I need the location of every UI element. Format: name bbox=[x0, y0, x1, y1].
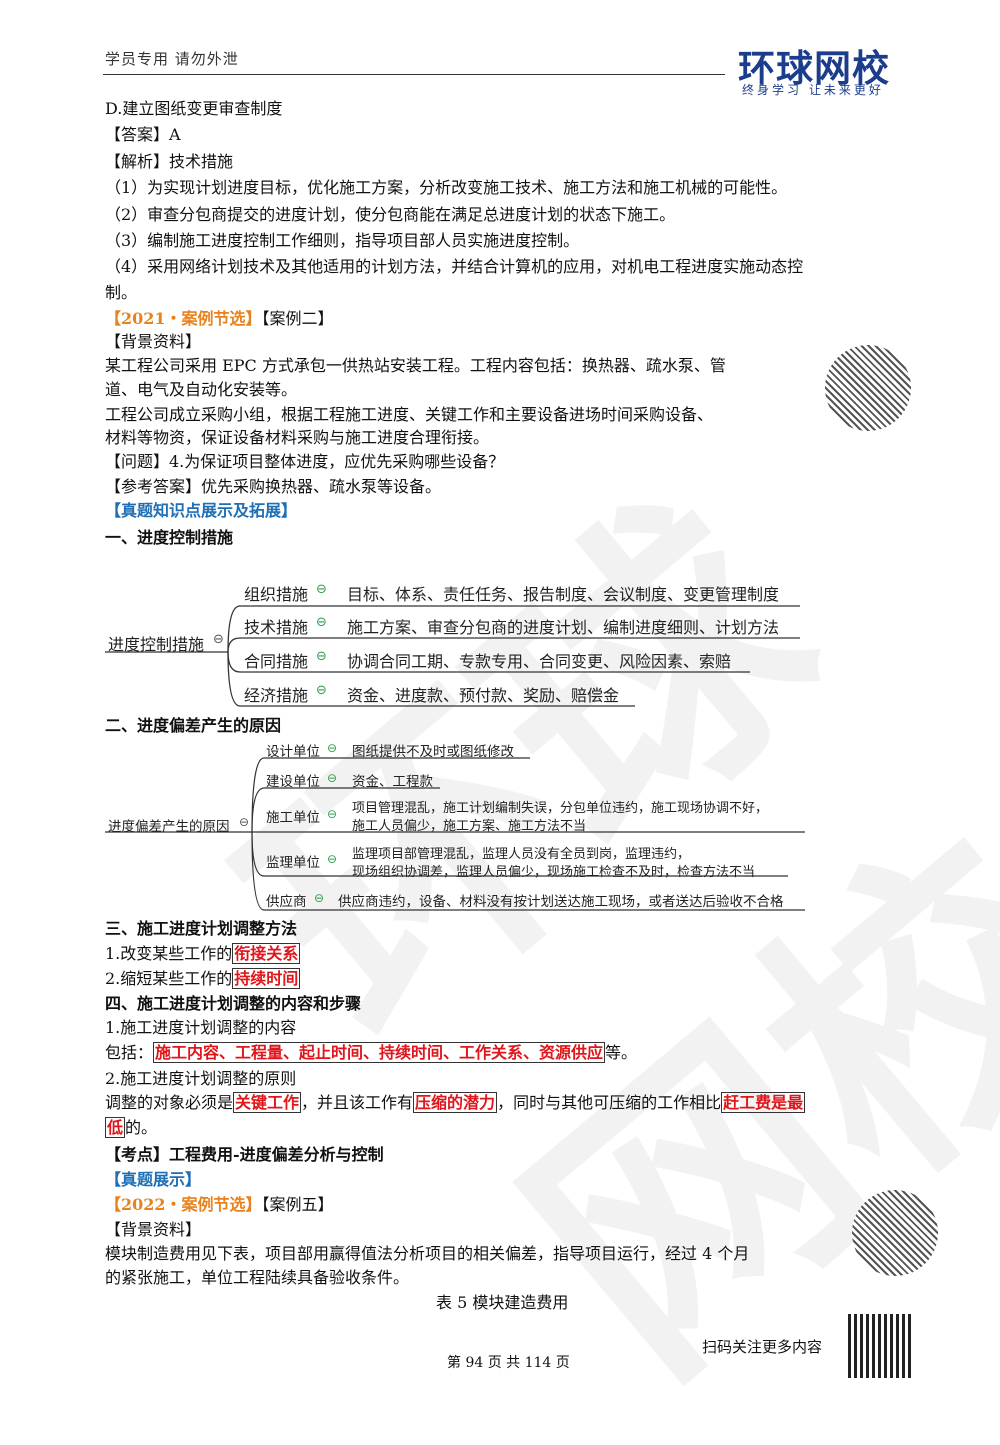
text-line: 2.缩短某些工作的持续时间 bbox=[105, 968, 301, 990]
text-line: 2.施工进度计划调整的原则 bbox=[105, 1069, 297, 1088]
collapse-icon: ⊖ bbox=[327, 807, 338, 821]
text-line: 调整的对象必须是关键工作，并且该工作有压缩的潜力，同时与其他可压缩的工作相比赶工… bbox=[105, 1092, 806, 1114]
text-line: （3）编制施工进度控制工作细则，指导项目部人员实施进度控制。 bbox=[105, 231, 580, 250]
mindmap-2-branch: 建设单位 bbox=[266, 774, 320, 790]
qr-code-icon bbox=[848, 1314, 912, 1378]
text-segment: 的。 bbox=[125, 1118, 158, 1137]
section-heading: 四、施工进度计划调整的内容和步骤 bbox=[105, 994, 362, 1013]
highlight-keyword: 压缩的潜力 bbox=[413, 1092, 498, 1113]
section-heading: 三、施工进度计划调整方法 bbox=[105, 919, 298, 938]
text-line: 【问题】4.为保证项目整体进度，应优先采购哪些设备？ bbox=[105, 452, 505, 471]
section-tag: 【真题展示】 bbox=[105, 1170, 202, 1189]
text-line: 【答案】A bbox=[105, 125, 181, 144]
mindmap-2-branch: 设计单位 bbox=[266, 744, 320, 760]
header-rule bbox=[103, 74, 725, 75]
mindmap-2-detail: 项目管理混乱，施工计划编制失误，分包单位违约，施工现场协调不好， bbox=[352, 801, 769, 816]
highlight-keyword: 赶工费是最 bbox=[721, 1092, 806, 1113]
section-heading: 一、进度控制措施 bbox=[105, 528, 234, 547]
text-segment: ，并且该工作有 bbox=[301, 1093, 414, 1112]
page-number: 第 94 页 共 114 页 bbox=[447, 1355, 570, 1371]
collapse-icon: ⊖ bbox=[327, 741, 338, 755]
case-year: 【2021・案例节选】 bbox=[105, 309, 262, 328]
qr-code-icon bbox=[852, 1190, 938, 1276]
text-line: 某工程公司采用 EPC 方式承包一供热站安装工程。工程内容包括：换热器、疏水泵、… bbox=[105, 356, 726, 375]
highlight-keyword: 施工内容、工程量、起止时间、持续时间、工作关系、资源供应 bbox=[153, 1042, 606, 1063]
text-segment: ，同时与其他可压缩的工作相比 bbox=[497, 1093, 722, 1112]
mindmap-1-branch: 合同措施 bbox=[244, 652, 309, 671]
text-line: 道、电气及自动化安装等。 bbox=[105, 380, 298, 399]
mindmap-2-detail: 现场组织协调差，监理人员偏少，现场施工检查不及时，检查方法不当 bbox=[352, 865, 756, 880]
collapse-icon: ⊖ bbox=[239, 815, 250, 829]
section-tag: 【真题知识点展示及拓展】 bbox=[105, 501, 298, 520]
qr-code-icon bbox=[825, 345, 911, 431]
brand-slogan: 终身学习 让未来更好 bbox=[742, 83, 884, 97]
collapse-icon: ⊖ bbox=[314, 891, 325, 905]
mindmap-1-root: 进度控制措施 bbox=[108, 635, 205, 654]
mindmap-2-lines bbox=[105, 757, 805, 911]
text-line: （4）采用网络计划技术及其他适用的计划方法，并结合计算机的应用，对机电工程进度实… bbox=[105, 257, 804, 276]
case-heading: 【2022・案例节选】【案例五】 bbox=[105, 1194, 334, 1216]
text-line: 的紧张施工，单位工程陆续具备验收条件。 bbox=[105, 1268, 410, 1287]
mindmap-1-branch: 组织措施 bbox=[244, 585, 309, 604]
mindmap-1-detail: 协调合同工期、专款专用、合同变更、风险因素、索赔 bbox=[347, 652, 732, 671]
mindmap-2-root: 进度偏差产生的原因 bbox=[108, 819, 230, 835]
text-line: 【背景资料】 bbox=[105, 332, 202, 351]
mindmap-1-branch: 经济措施 bbox=[244, 686, 309, 705]
collapse-icon: ⊖ bbox=[316, 649, 327, 664]
mindmap-1-detail: 施工方案、审查分包商的进度计划、编制进度细则、计划方法 bbox=[347, 618, 780, 637]
case-heading: 【2021・案例节选】【案例二】 bbox=[105, 308, 334, 330]
mindmap-2-detail: 资金、工程款 bbox=[352, 774, 433, 790]
case-year: 【2022・案例节选】 bbox=[105, 1195, 262, 1214]
collapse-icon: ⊖ bbox=[213, 632, 224, 647]
text-line: 1.改变某些工作的衔接关系 bbox=[105, 943, 301, 965]
mindmap-2-branch: 施工单位 bbox=[266, 810, 320, 826]
collapse-icon: ⊖ bbox=[327, 771, 338, 785]
collapse-icon: ⊖ bbox=[316, 615, 327, 630]
collapse-icon: ⊖ bbox=[327, 852, 338, 866]
scan-prompt: 扫码关注更多内容 bbox=[702, 1338, 823, 1356]
text-line: 材料等物资，保证设备材料采购与施工进度合理衔接。 bbox=[105, 428, 490, 447]
text-line: （2）审查分包商提交的进度计划，使分包商能在满足总进度计划的状态下施工。 bbox=[105, 205, 676, 224]
text-line: 制。 bbox=[105, 283, 138, 302]
text-line: 包括：施工内容、工程量、起止时间、持续时间、工作关系、资源供应等。 bbox=[105, 1042, 637, 1064]
section-heading: 二、进度偏差产生的原因 bbox=[105, 716, 282, 735]
collapse-icon: ⊖ bbox=[316, 683, 327, 698]
text-line: 【解析】技术措施 bbox=[105, 152, 234, 171]
text-line: （1）为实现计划进度目标，优化施工方案，分析改变施工技术、施工方法和施工机械的可… bbox=[105, 178, 788, 197]
highlight-keyword: 关键工作 bbox=[233, 1092, 302, 1113]
case-number: 【案例五】 bbox=[261, 1195, 334, 1214]
text-line: 模块制造费用见下表，项目部用赢得值法分析项目的相关偏差，指导项目运行，经过 4 … bbox=[105, 1244, 750, 1263]
mindmap-2-branch: 供应商 bbox=[266, 894, 307, 910]
mindmap-1-detail: 资金、进度款、预付款、奖励、赔偿金 bbox=[347, 686, 620, 705]
collapse-icon: ⊖ bbox=[316, 582, 327, 597]
table-caption: 表 5 模块建造费用 bbox=[436, 1293, 569, 1312]
highlight-keyword: 衔接关系 bbox=[232, 943, 301, 964]
mindmap-1-lines bbox=[105, 605, 800, 707]
mindmap-2-detail: 图纸提供不及时或图纸修改 bbox=[352, 744, 514, 760]
mindmap-2-branch: 监理单位 bbox=[266, 855, 320, 871]
mindmap-1-detail: 目标、体系、责任任务、报告制度、会议制度、变更管理制度 bbox=[347, 585, 780, 604]
text-segment: 包括： bbox=[105, 1043, 154, 1062]
highlight-keyword: 持续时间 bbox=[232, 968, 301, 989]
text-line: 【参考答案】优先采购换热器、疏水泵等设备。 bbox=[105, 477, 442, 496]
mindmap-2-detail: 施工人员偏少，施工方案、施工方法不当 bbox=[352, 819, 587, 834]
text-segment: 1.改变某些工作的 bbox=[105, 944, 233, 963]
exam-point: 【考点】工程费用-进度偏差分析与控制 bbox=[105, 1145, 384, 1164]
mindmap-1-branch: 技术措施 bbox=[244, 618, 309, 637]
highlight-keyword: 低 bbox=[105, 1117, 126, 1138]
text-line: 1.施工进度计划调整的内容 bbox=[105, 1018, 297, 1037]
header-notice: 学员专用 请勿外泄 bbox=[105, 50, 239, 68]
mindmap-2-detail: 监理项目部管理混乱，监理人员没有全员到岗，监理违约， bbox=[352, 847, 691, 862]
text-segment: 2.缩短某些工作的 bbox=[105, 969, 233, 988]
text-segment: 调整的对象必须是 bbox=[105, 1093, 234, 1112]
text-line: 低的。 bbox=[105, 1117, 157, 1139]
text-line: D.建立图纸变更审查制度 bbox=[105, 99, 283, 118]
text-line: 工程公司成立采购小组，根据工程施工进度、关键工作和主要设备进场时间采购设备、 bbox=[105, 405, 714, 424]
case-number: 【案例二】 bbox=[261, 309, 334, 328]
brand-logo: 环球网校 bbox=[738, 47, 890, 90]
mindmap-2-detail: 供应商违约，设备、材料没有按计划送达施工现场，或者送达后验收不合格 bbox=[338, 894, 784, 910]
text-segment: 等。 bbox=[605, 1043, 638, 1062]
text-line: 【背景资料】 bbox=[105, 1220, 202, 1239]
